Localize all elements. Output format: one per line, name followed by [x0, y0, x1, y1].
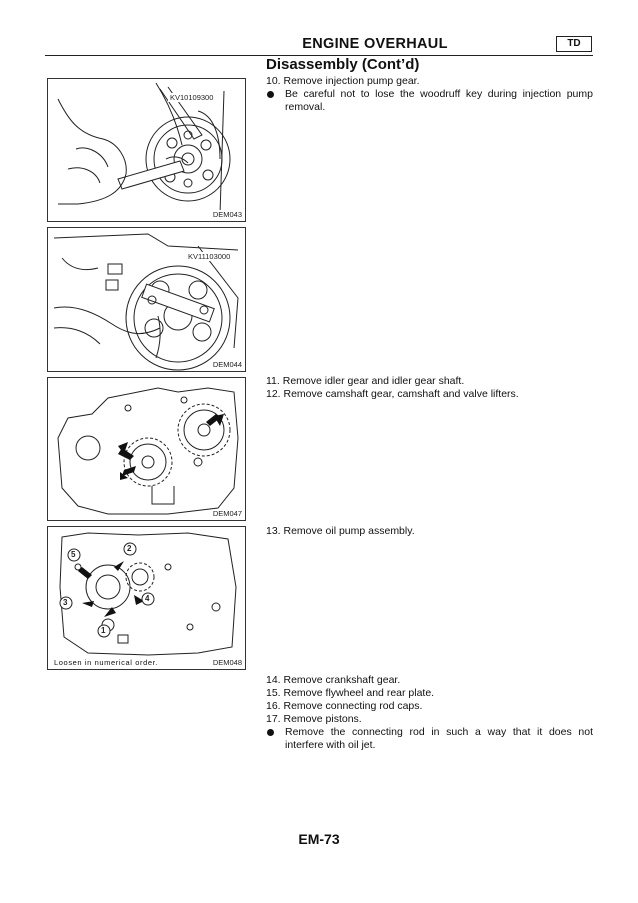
tool-label: KV11103000	[186, 252, 233, 261]
step-number: 4	[145, 594, 150, 603]
step-number: 2	[127, 544, 132, 553]
step-number: 1	[101, 626, 106, 635]
step-15: 15. Remove flywheel and rear plate.	[266, 687, 435, 699]
step-12: 12. Remove camshaft gear, camshaft and v…	[266, 388, 519, 400]
figure-dem047: DEM047	[47, 377, 246, 521]
step-16: 16. Remove connecting rod caps.	[266, 700, 423, 712]
injection-pump-gear-illustration	[57, 82, 231, 215]
steps-block-3: 13. Remove oil pump assembly.	[266, 525, 593, 538]
steps-block-1: 10. Remove injection pump gear. Be caref…	[266, 75, 593, 114]
figure-code: DEM048	[212, 658, 242, 667]
bullet-note: Be careful not to lose the woodruff key …	[266, 88, 593, 114]
step-13: 13. Remove oil pump assembly.	[266, 525, 415, 537]
step-14: 14. Remove crankshaft gear.	[266, 674, 401, 686]
bullet-note: Remove the connecting rod in such a way …	[266, 726, 593, 752]
step-11: 11. Remove idler gear and idler gear sha…	[266, 375, 465, 387]
oil-pump-assembly-illustration	[59, 532, 237, 656]
figure-code: DEM043	[212, 210, 242, 219]
step-17: 17. Remove pistons.	[266, 713, 362, 725]
steps-block-2: 11. Remove idler gear and idler gear sha…	[266, 375, 593, 401]
bullet-text: Remove the connecting rod in such a way …	[285, 726, 593, 751]
bullet-text: Be careful not to lose the woodruff key …	[285, 88, 593, 113]
header-rule	[45, 55, 593, 56]
figure-code: DEM044	[212, 360, 242, 369]
step-number: 5	[71, 550, 76, 559]
tool-label: KV10109300	[168, 93, 216, 102]
bullet-dot	[267, 729, 274, 736]
figure-dem043: KV10109300 DEM043	[47, 78, 246, 222]
page-header-title: ENGINE OVERHAUL	[302, 36, 448, 52]
engine-type-badge: TD	[556, 36, 592, 52]
step-10: 10. Remove injection pump gear.	[266, 75, 420, 87]
camshaft-idler-gear-illustration	[57, 387, 239, 515]
section-title: Disassembly (Cont’d)	[266, 56, 420, 73]
injection-pump-puller-illustration	[53, 233, 239, 371]
step-number: 3	[63, 598, 68, 607]
figure-dem044: KV11103000 DEM044	[47, 227, 246, 372]
bullet-dot	[267, 91, 274, 98]
steps-block-4: 14. Remove crankshaft gear. 15. Remove f…	[266, 674, 593, 752]
figure-code: DEM047	[212, 509, 242, 518]
figure-caption: Loosen in numerical order.	[54, 658, 158, 667]
figure-dem048: 5 2 3 4 1 Loosen in numerical order. DEM…	[47, 526, 246, 670]
page-number: EM-73	[298, 831, 340, 847]
